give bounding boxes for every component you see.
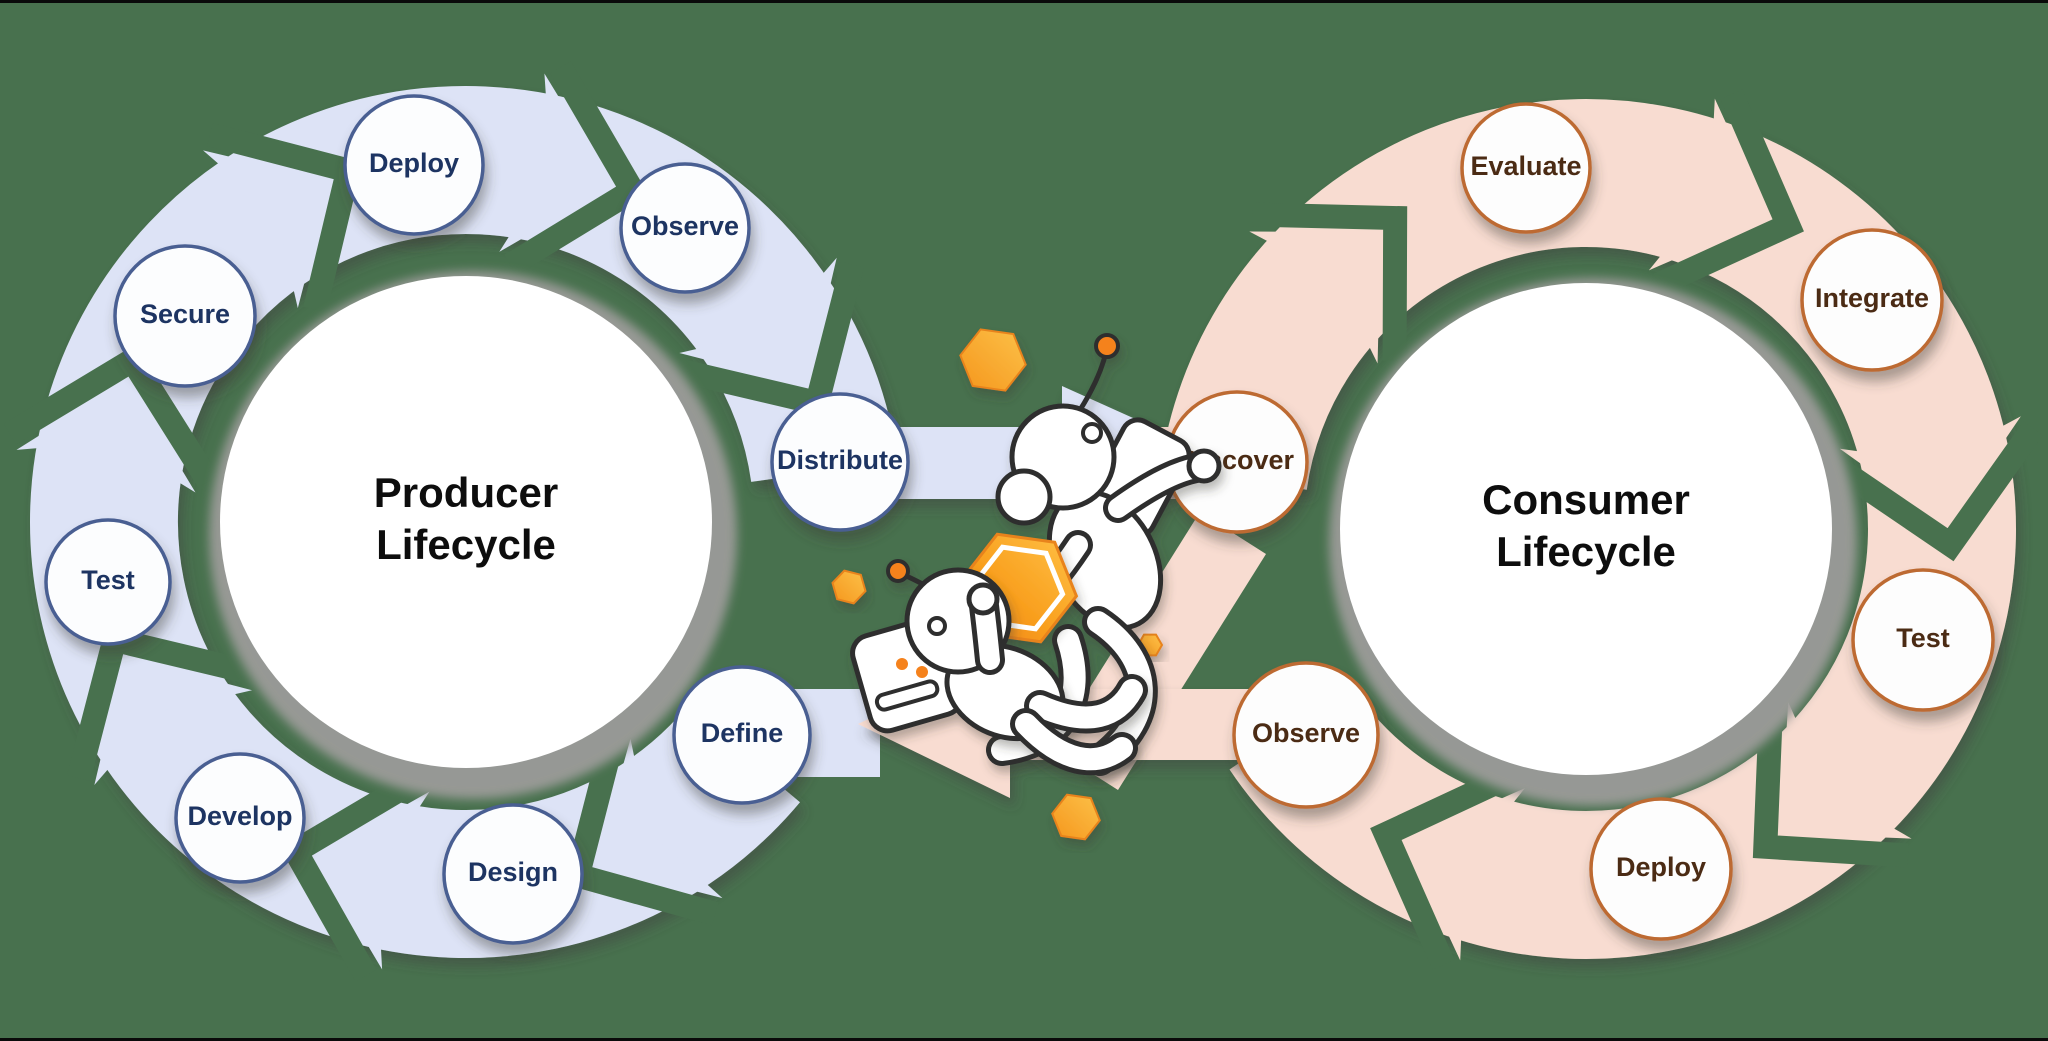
node-producer-secure-label: Secure <box>140 299 230 329</box>
astronaut-glove <box>966 582 1000 616</box>
node-producer-develop-label: Develop <box>187 801 292 831</box>
producer-flow-arrowhead-icon <box>314 791 430 970</box>
node-producer-observe: Observe <box>619 162 751 294</box>
node-producer-develop: Develop <box>174 752 306 884</box>
node-consumer-evaluate-label: Evaluate <box>1470 151 1581 181</box>
producer-flow-arrowhead-icon <box>94 657 253 785</box>
node-producer-design: Design <box>442 803 584 945</box>
node-consumer-deploy-circle <box>1589 797 1733 941</box>
node-consumer-observe-circle <box>1232 661 1380 809</box>
node-producer-observe-label: Observe <box>631 211 739 241</box>
producer-title-line1: Producer <box>374 469 558 516</box>
consumer-band-gap <box>1653 89 1804 296</box>
astronaut-glove <box>1186 448 1222 484</box>
producer-flow-arrowhead-icon <box>16 379 196 493</box>
node-producer-secure-circle <box>113 244 257 388</box>
node-consumer-test: Test <box>1851 568 1995 712</box>
node-consumer-test-label: Test <box>1896 623 1950 653</box>
node-producer-test: Test <box>44 518 172 646</box>
node-consumer-observe-label: Observe <box>1252 718 1360 748</box>
node-producer-define: Define <box>672 665 812 805</box>
consumer-core-circle <box>1340 283 1832 775</box>
node-consumer-integrate: Integrate <box>1800 228 1944 372</box>
node-consumer-integrate-label: Integrate <box>1815 283 1929 313</box>
node-producer-design-label: Design <box>468 857 558 887</box>
node-producer-observe-circle <box>619 162 751 294</box>
producer-flow-arrowhead-icon <box>499 73 613 252</box>
consumer-flow-arrowhead-icon <box>1249 231 1381 364</box>
consumer-flow-arrowhead-icon <box>1648 98 1770 271</box>
node-producer-define-label: Define <box>701 718 784 748</box>
consumer-band-gap <box>1370 762 1521 970</box>
node-consumer-test-circle <box>1851 568 1995 712</box>
consumer-flow-arrowhead-icon <box>1839 416 2021 526</box>
hexagon-decoration-icon <box>831 569 867 605</box>
backpack-slot <box>874 679 940 712</box>
producer-core-circle <box>220 276 712 768</box>
node-producer-deploy: Deploy <box>343 94 485 236</box>
node-consumer-discover: Discover <box>1165 390 1309 534</box>
backpack-light <box>896 658 908 670</box>
node-producer-secure: Secure <box>113 244 257 388</box>
astronaut-eye <box>927 616 947 636</box>
consumer-title-line1: Consumer <box>1482 476 1690 523</box>
top-edge-bar <box>0 0 2048 3</box>
node-consumer-observe: Observe <box>1232 661 1380 809</box>
node-producer-develop-circle <box>174 752 306 884</box>
producer-flow-arrowhead-icon <box>595 738 723 899</box>
node-consumer-evaluate: Evaluate <box>1460 102 1592 234</box>
astronaut-helmet-chin <box>995 468 1053 526</box>
bottom-edge-bar <box>0 1038 2048 1041</box>
hexagon-decoration-icon <box>1051 793 1101 841</box>
antenna-ball <box>886 559 910 583</box>
producer-flow-arrowhead-icon <box>679 257 837 386</box>
astronaut-left-icon <box>850 559 1148 776</box>
astronaut-eye <box>1081 422 1103 444</box>
node-consumer-integrate-circle <box>1800 228 1944 372</box>
node-producer-deploy-label: Deploy <box>369 148 459 178</box>
consumer-title-line2: Lifecycle <box>1496 528 1676 575</box>
node-producer-test-label: Test <box>81 565 135 595</box>
node-producer-deploy-circle <box>343 94 485 236</box>
consumer-flow-arrowhead-icon <box>1404 788 1525 961</box>
node-producer-distribute-label: Distribute <box>777 445 903 475</box>
node-producer-distribute-circle <box>770 392 910 532</box>
antenna-ball <box>1094 333 1120 359</box>
consumer-ring <box>1160 89 2044 970</box>
node-producer-design-circle <box>442 803 584 945</box>
producer-title-line2: Lifecycle <box>376 521 556 568</box>
node-producer-distribute: Distribute <box>770 392 910 532</box>
consumer-band-gap <box>1825 421 2044 562</box>
hexagon-decoration-icon <box>959 328 1027 392</box>
producer-flow-arrowhead-icon <box>203 150 331 309</box>
node-producer-define-circle <box>672 665 812 805</box>
node-consumer-deploy: Deploy <box>1589 797 1733 941</box>
backpack-light <box>916 666 928 678</box>
consumer-flow-arrowhead-icon <box>1780 702 1912 839</box>
node-consumer-evaluate-circle <box>1460 102 1592 234</box>
consumer-band-gap <box>1752 703 1909 868</box>
consumer-band-gap <box>1252 202 1408 361</box>
node-producer-test-circle <box>44 518 172 646</box>
node-consumer-deploy-label: Deploy <box>1616 852 1706 882</box>
